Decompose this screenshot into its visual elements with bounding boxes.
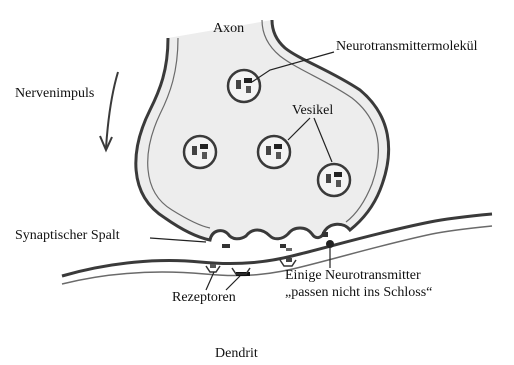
vesicle-2 [184,136,216,168]
label-nerve-impulse: Nervenimpuls [15,86,94,102]
leader-synaptic-cleft [150,238,206,242]
label-some-neurotransmitters-line1: Einige Neurotransmitter [285,267,432,284]
vesicle-3 [258,136,290,168]
nerve-impulse-arrow [106,72,118,148]
vesicle-4 [318,164,350,196]
label-some-neurotransmitters: Einige Neurotransmitter „passen nicht in… [285,267,432,301]
label-vesicle: Vesikel [292,103,333,119]
label-synaptic-cleft: Synaptischer Spalt [15,228,120,244]
label-neurotransmitter-molecule: Neurotransmittermolekül [336,39,478,55]
label-some-neurotransmitters-line2: „passen nicht ins Schloss“ [285,284,432,301]
leader-receptor-b [226,276,240,290]
label-dendrite: Dendrit [215,346,258,362]
vesicle-1 [228,70,260,102]
label-axon: Axon [213,21,244,37]
label-receptors: Rezeptoren [172,290,236,306]
